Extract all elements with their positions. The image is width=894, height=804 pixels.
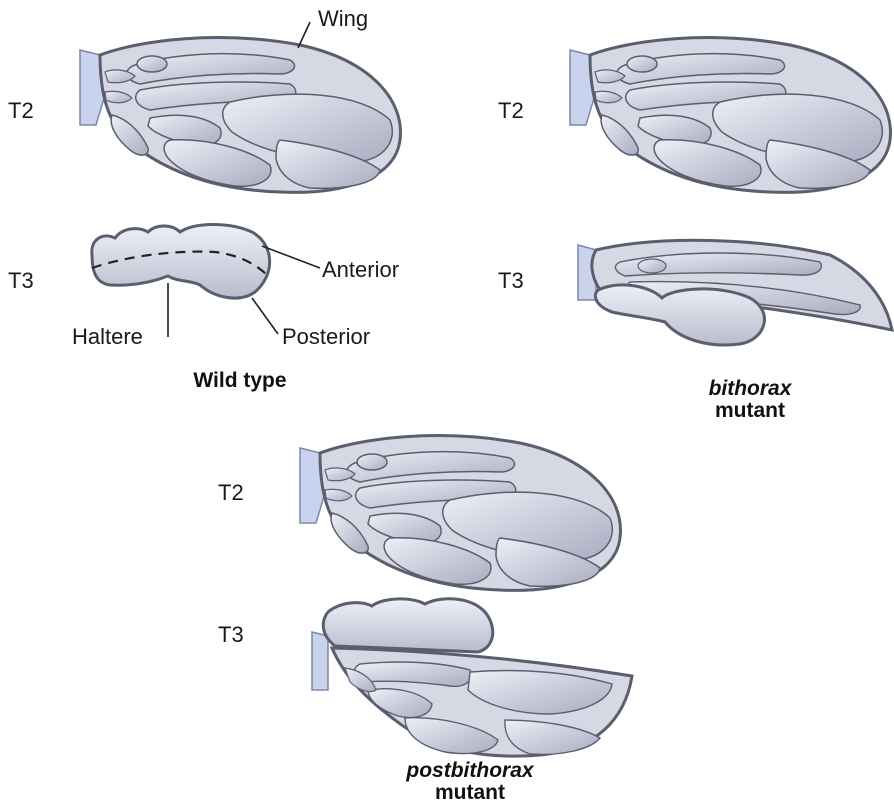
caption-postbithorax: postbithorax mutant — [380, 760, 560, 804]
postbithorax-t2-wing — [300, 436, 620, 591]
label-wildtype-t2: T2 — [8, 98, 34, 124]
bithorax-t2-wing — [570, 38, 890, 193]
postbithorax-t3-wing — [312, 599, 632, 756]
wildtype-t2-wing — [80, 38, 400, 193]
label-wildtype-t3: T3 — [8, 268, 34, 294]
caption-postbithorax-mutant: mutant — [380, 782, 560, 804]
caption-bithorax: bithorax mutant — [670, 378, 830, 422]
bithorax-t3-wing — [578, 240, 892, 345]
label-posterior: Posterior — [282, 324, 370, 350]
caption-wild-type: Wild type — [160, 370, 320, 392]
label-haltere: Haltere — [72, 324, 143, 350]
caption-wild-type-text: Wild type — [160, 370, 320, 392]
wildtype-t3-haltere — [92, 225, 270, 299]
caption-postbithorax-name: postbithorax — [380, 760, 560, 782]
caption-bithorax-name: bithorax — [670, 378, 830, 400]
label-bithorax-t2: T2 — [498, 98, 524, 124]
label-anterior: Anterior — [322, 257, 399, 283]
label-wing: Wing — [318, 6, 368, 32]
label-postbithorax-t2: T2 — [218, 480, 244, 506]
label-bithorax-t3: T3 — [498, 268, 524, 294]
label-postbithorax-t3: T3 — [218, 622, 244, 648]
caption-bithorax-mutant: mutant — [670, 400, 830, 422]
